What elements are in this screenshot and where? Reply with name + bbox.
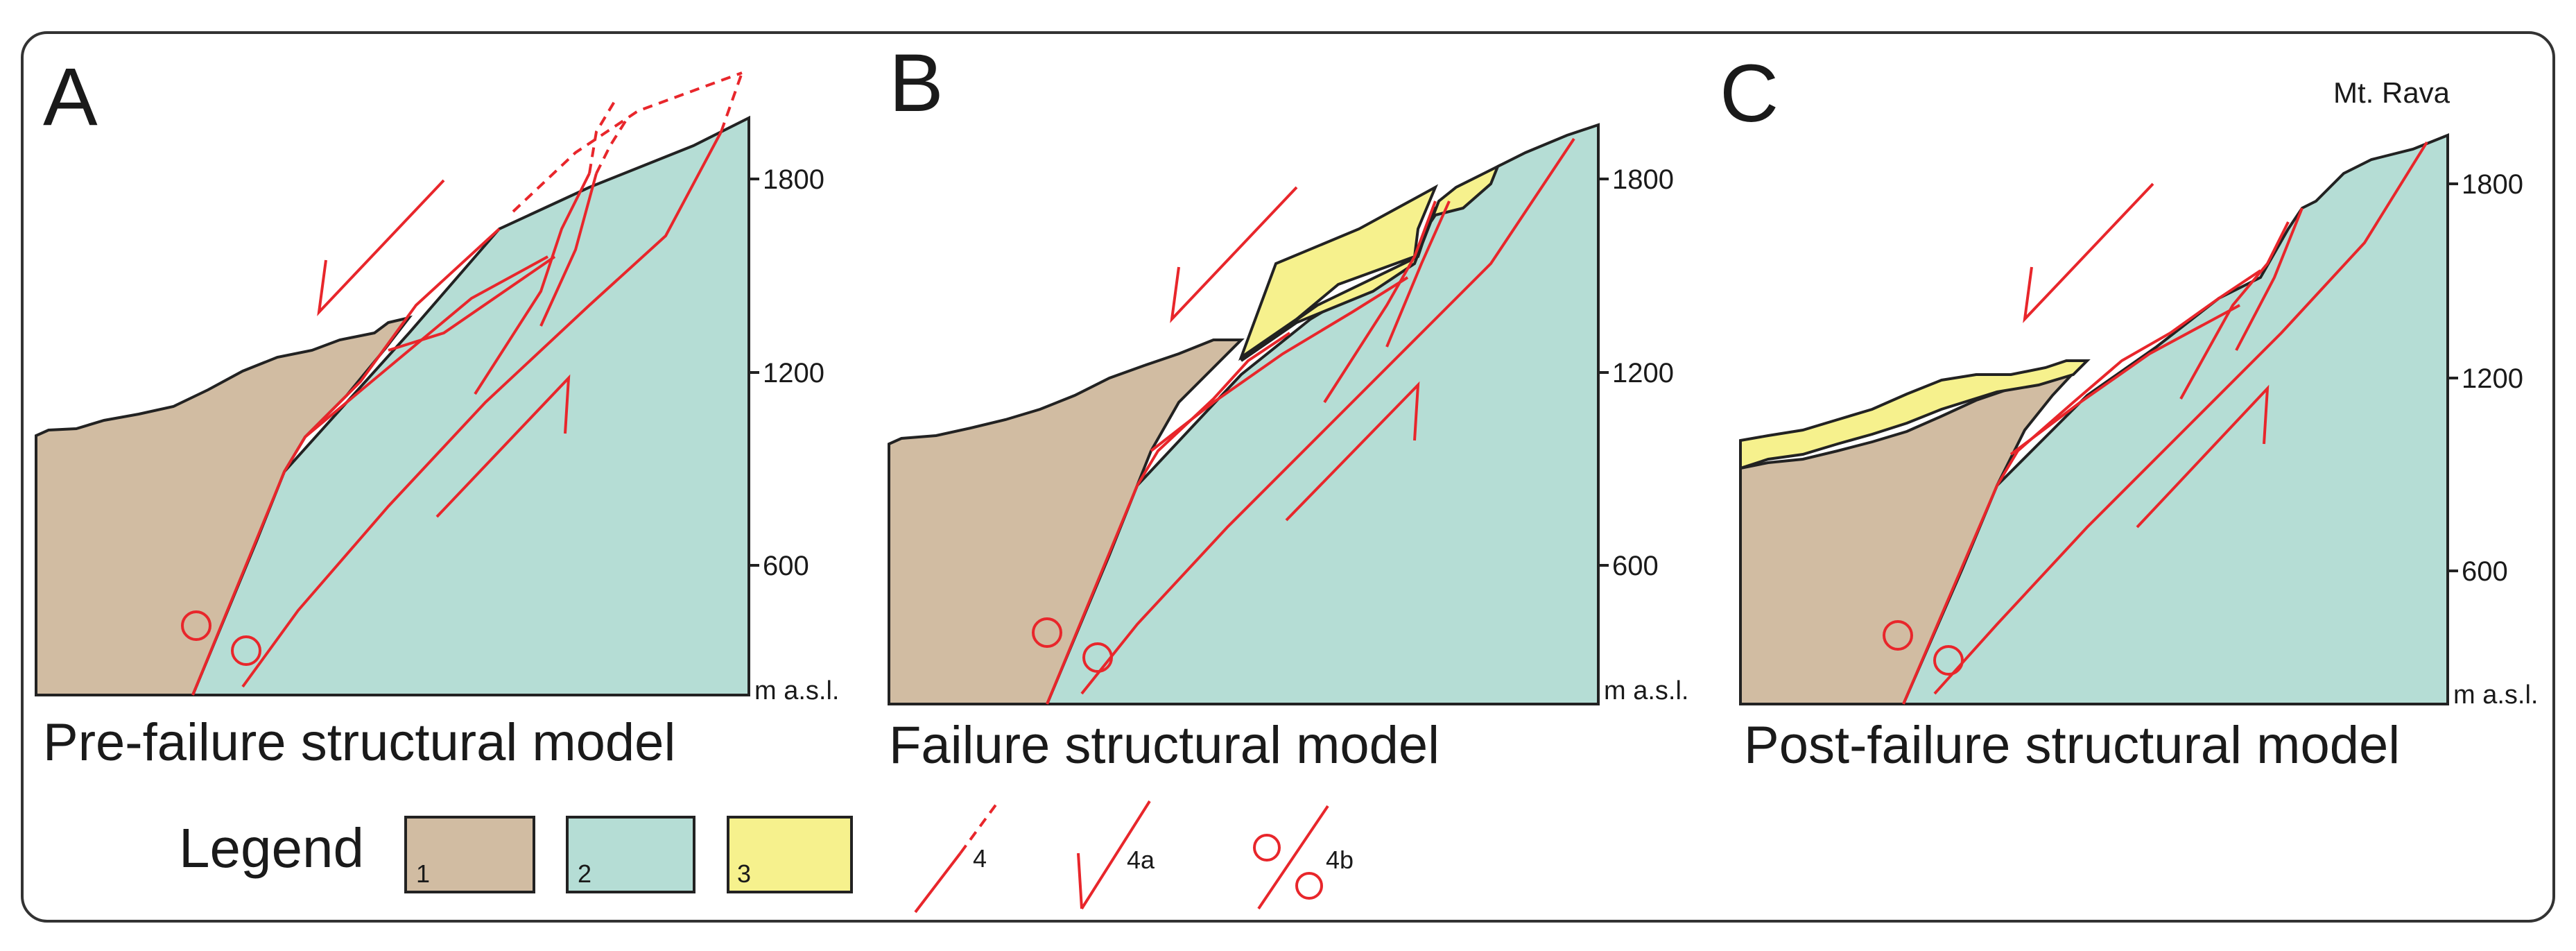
fault-line <box>2009 304 2240 456</box>
fault-line <box>241 131 723 688</box>
motion-circle <box>1883 620 1913 651</box>
panel-caption-c: Post-failure structural model <box>1744 716 2400 775</box>
axis-tick-label: 1200 <box>2462 363 2523 394</box>
axis-tick-label: 600 <box>2462 556 2508 587</box>
fault-line <box>1150 276 1409 452</box>
motion-circle <box>1082 642 1113 673</box>
panel-caption-a: Pre-failure structural model <box>43 713 675 772</box>
axis-tick-label: 600 <box>1612 551 1659 581</box>
legend-label: 1 <box>416 859 430 888</box>
panel-a: A 1800 1200 600 m a.s.l. Pre-failure str… <box>35 51 839 772</box>
movement-arrow <box>317 179 445 316</box>
motion-circle <box>181 610 211 641</box>
fault-line <box>2235 207 2303 351</box>
section-frame-a <box>36 118 750 696</box>
axis-unit-label: m a.s.l. <box>1604 676 1688 705</box>
movement-arrow <box>2023 182 2154 323</box>
movement-arrow <box>1170 186 1298 323</box>
legend-label: 3 <box>737 859 751 888</box>
fault-line <box>1323 200 1437 404</box>
legend-motion-circle <box>1253 834 1281 862</box>
legend-strike-slip-symbol <box>1257 805 1329 910</box>
panel-b: B 1800 1200 600 m a.s.l. Failure structu… <box>888 37 1688 775</box>
dashed-fault-line <box>588 96 619 174</box>
section-frame-b <box>889 125 1600 705</box>
dashed-fault-line <box>595 117 629 174</box>
movement-arrow <box>435 374 571 518</box>
legend-dashed-fault-symbol <box>959 800 1000 855</box>
legend-title: Legend <box>179 817 364 879</box>
movement-arrow <box>1285 381 1420 522</box>
panel-caption-b: Failure structural model <box>889 716 1440 775</box>
axis-unit-label: m a.s.l. <box>754 676 839 705</box>
fault-line <box>304 255 548 438</box>
fault-line <box>1902 269 2262 705</box>
axis-tick-label: 1200 <box>763 358 824 388</box>
fault-line <box>539 173 598 327</box>
motion-circle <box>231 635 261 666</box>
legend-fault-symbol <box>914 852 962 914</box>
fault-line <box>388 255 556 352</box>
legend-label: 4b <box>1326 846 1354 874</box>
legend-motion-circle <box>1295 872 1323 900</box>
axis-tick-label: 1200 <box>1612 358 1674 388</box>
panel-c: C Mt. Rava 1800 1200 600 m a.s.l. Post-f… <box>1720 48 2538 775</box>
fault-line <box>2179 221 2290 400</box>
peak-label: Mt. Rava <box>2333 76 2450 109</box>
fault-line <box>474 173 591 395</box>
axis-tick-label: 1800 <box>2462 169 2523 200</box>
axis-tick-label: 1800 <box>763 164 824 195</box>
legend-label: 4a <box>1127 846 1155 874</box>
panel-letter-a: A <box>43 51 98 143</box>
legend-swatch-unit-1 <box>404 816 535 893</box>
fault-line <box>1385 200 1451 348</box>
dashed-fault-line <box>512 71 743 213</box>
axis-tick-label: 1800 <box>1612 164 1674 195</box>
legend-label: 2 <box>578 859 591 888</box>
unit-3-colluvium-c <box>1739 359 2091 470</box>
dashed-fault-line <box>720 72 743 132</box>
unit-3-landslide-b <box>1240 163 1501 362</box>
axis-tick-label: 600 <box>763 551 809 581</box>
axis-unit-label: m a.s.l. <box>2453 680 2538 710</box>
panel-letter-b: B <box>889 37 944 129</box>
section-frame-c <box>1740 135 2449 705</box>
unit-2-bedrock-c <box>1901 133 2449 705</box>
legend: Legend 1 2 3 4 4a 4b <box>179 800 1354 914</box>
unit-3-upper-b <box>1238 184 1439 361</box>
legend-label: 4 <box>973 844 987 873</box>
movement-arrow <box>2136 384 2270 529</box>
motion-circle <box>1933 645 1964 676</box>
fault-line <box>191 228 501 696</box>
figure-frame <box>21 31 2555 923</box>
legend-swatch-unit-3 <box>727 816 853 893</box>
legend-normal-fault-symbol <box>1077 800 1151 910</box>
panel-letter-c: C <box>1720 48 1779 139</box>
fault-line <box>1933 141 2428 695</box>
legend-swatch-unit-2 <box>566 816 695 893</box>
motion-circle <box>1032 617 1062 648</box>
fault-line <box>1080 137 1575 695</box>
